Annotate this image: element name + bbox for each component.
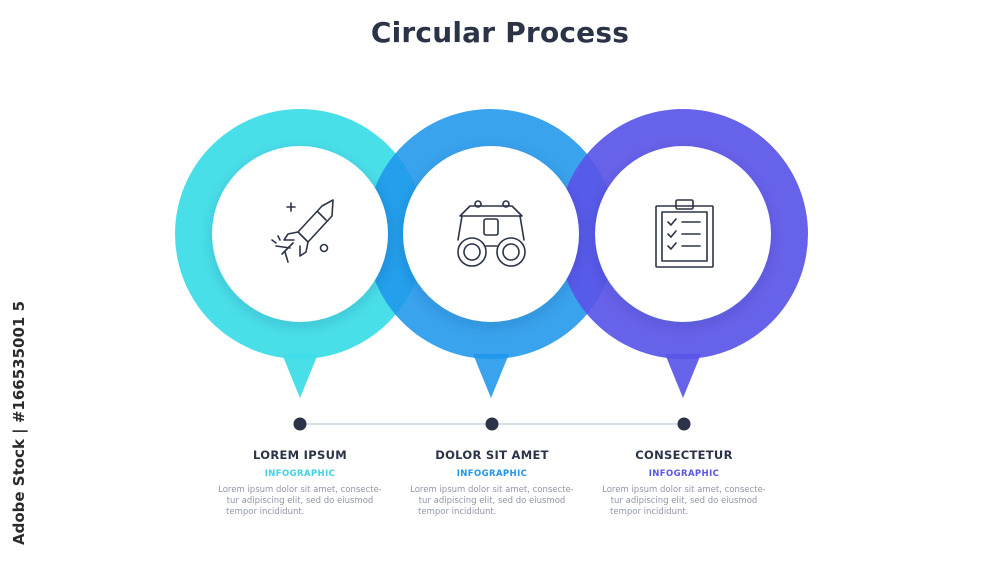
timeline-dot-2 xyxy=(485,417,499,431)
stock-credit: Adobe Stock | #166535001 5 xyxy=(10,300,28,545)
step-1-text: LOREM IPSUM INFOGRAPHIC Lorem ipsum dolo… xyxy=(205,448,395,518)
step-3-text: CONSECTETUR INFOGRAPHIC Lorem ipsum dolo… xyxy=(589,448,779,518)
binoculars-icon xyxy=(457,200,526,267)
step-2-body: Lorem ipsum dolor sit amet, consecte- tu… xyxy=(410,485,574,517)
timeline-dot-1 xyxy=(293,417,307,431)
timeline-dot-3 xyxy=(677,417,691,431)
step-3-body: Lorem ipsum dolor sit amet, consecte- tu… xyxy=(602,485,766,517)
page-title: Circular Process xyxy=(370,16,630,49)
step-1-body: Lorem ipsum dolor sit amet, consecte- tu… xyxy=(218,485,382,517)
rocket-icon xyxy=(271,199,334,263)
step-2-subheading: INFOGRAPHIC xyxy=(456,469,528,479)
step-2-inner-circle xyxy=(403,146,579,322)
step-1-subheading: INFOGRAPHIC xyxy=(264,469,336,479)
step-3-subheading: INFOGRAPHIC xyxy=(648,469,720,479)
step-1-heading: LOREM IPSUM xyxy=(253,448,347,462)
step-2-text: DOLOR SIT AMET INFOGRAPHIC Lorem ipsum d… xyxy=(397,448,587,518)
step-2-heading: DOLOR SIT AMET xyxy=(435,448,549,462)
clipboard-checklist-icon xyxy=(655,199,714,268)
step-3-heading: CONSECTETUR xyxy=(635,448,733,462)
